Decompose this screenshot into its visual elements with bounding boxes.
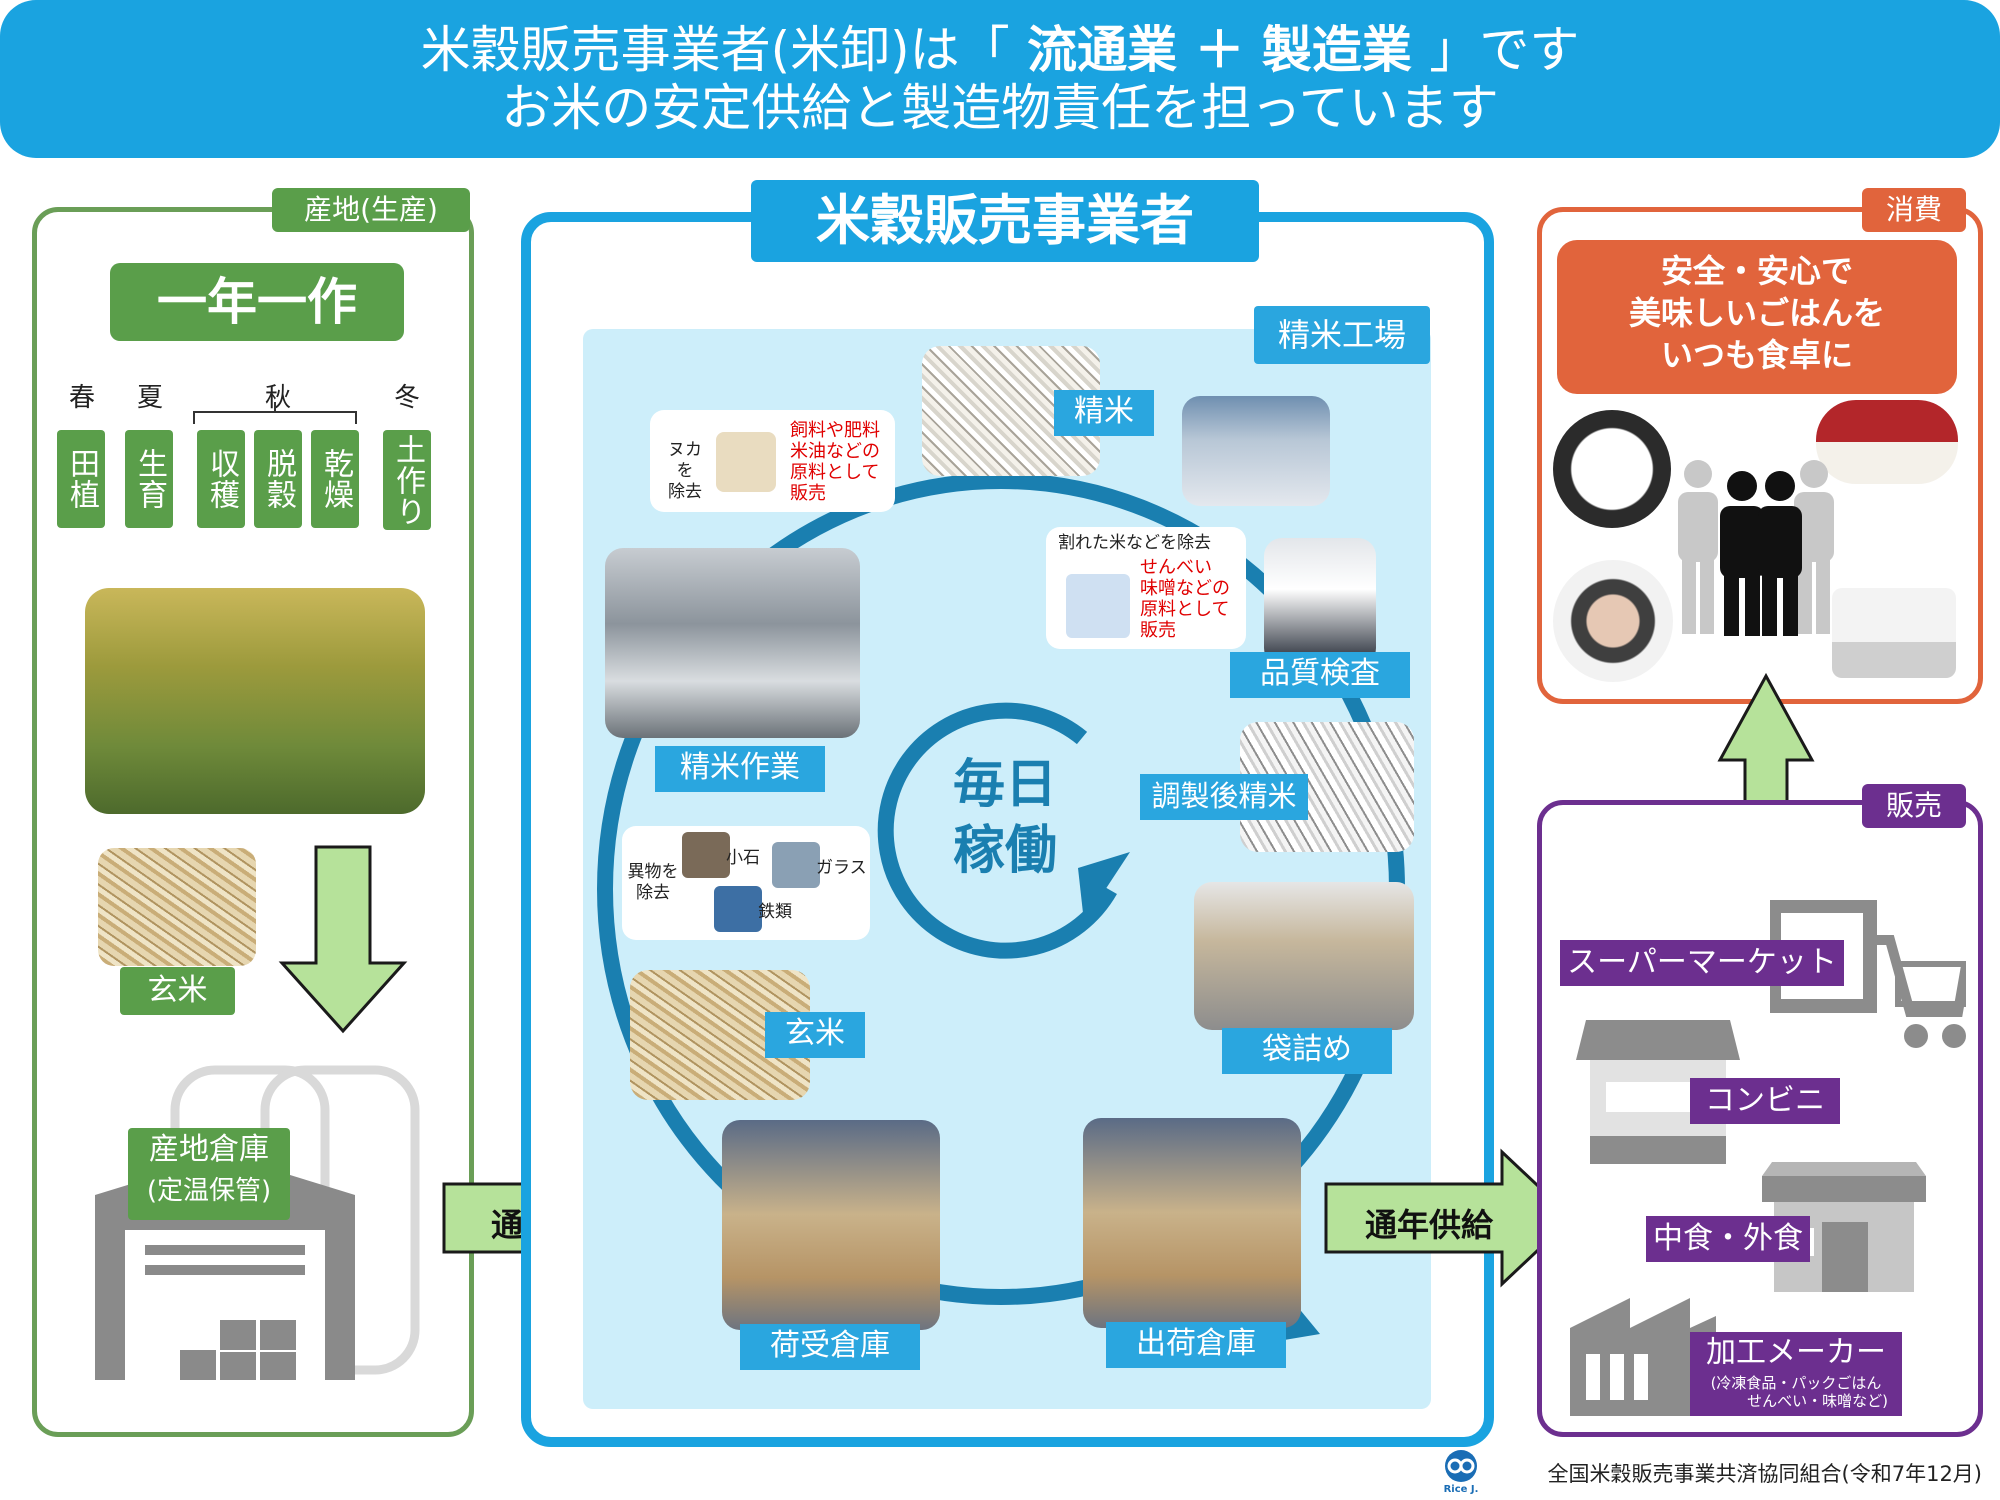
step-polished-rice: 精米 <box>1054 390 1154 436</box>
consumption-message: 安全・安心で 美味しいごはんを いつも食卓に <box>1557 240 1957 394</box>
bran-sale-text: 飼料や肥料 米油などの 原料として 販売 <box>790 420 880 504</box>
packaged-rice-photo <box>1832 588 1956 678</box>
inspection-photo <box>1264 538 1376 666</box>
daily-operation-label: 毎日 稼働 <box>952 755 1057 881</box>
broken-sale-text: せんべい 味噌などの 原料として 販売 <box>1140 557 1230 641</box>
factory-icon <box>1570 1298 1716 1416</box>
channel-supermarket: スーパーマーケット <box>1560 940 1844 986</box>
step-shipping-warehouse: 出荷倉庫 <box>1106 1322 1286 1368</box>
step-adjusted-rice: 調製後精米 <box>1140 774 1308 820</box>
task-soil-preparation: 土作り <box>383 430 431 530</box>
rice-bowl-photo <box>1553 410 1671 528</box>
down-arrow-to-warehouse <box>278 845 408 1034</box>
brown-rice-photo-production <box>98 848 256 966</box>
receiving-warehouse-photo <box>722 1120 940 1330</box>
footer-organization: 全国米穀販売事業共済協同組合(令和7年12月) <box>1547 1462 1982 1486</box>
task-planting: 田植 <box>57 430 105 528</box>
factory-tag: 精米工場 <box>1254 306 1430 364</box>
broken-rice-photo <box>1066 574 1130 638</box>
channel-convenience: コンビニ <box>1690 1078 1840 1124</box>
header-banner: 米穀販売事業者(米卸)は「 流通業 ＋ 製造業 」です お米の安定供給と製造物責… <box>0 0 2000 158</box>
bagging-photo <box>1194 882 1414 1030</box>
channel-food-maker: 加工メーカー (冷凍食品・パックごはん せんべい・味噌など) <box>1690 1332 1902 1416</box>
metal-photo <box>714 886 762 932</box>
step-inspection: 品質検査 <box>1230 652 1410 698</box>
shipping-warehouse-photo <box>1083 1118 1301 1328</box>
stone-photo <box>682 832 730 878</box>
task-growing: 生育 <box>125 430 173 528</box>
rice-j-logo <box>1445 1450 1477 1482</box>
step-receiving-warehouse: 荷受倉庫 <box>740 1324 920 1370</box>
broken-remove-text: 割れた米などを除去 <box>1058 533 1211 553</box>
rice-j-logo-text: Rice J. <box>1443 1484 1479 1495</box>
daily-operation-arrow <box>877 702 1130 959</box>
season-summer: 夏 <box>136 383 163 413</box>
season-winter: 冬 <box>393 383 420 413</box>
metal-label: 鉄類 <box>758 902 792 922</box>
rice-field-photo <box>85 588 425 814</box>
dealer-title: 米穀販売事業者 <box>751 180 1259 262</box>
production-tag: 産地(生産) <box>272 188 470 232</box>
people-icon <box>1678 460 1834 636</box>
season-autumn: 秋 <box>264 383 291 413</box>
brown-rice-label-production: 玄米 <box>120 967 235 1015</box>
grain-stock-icon <box>95 1065 420 1380</box>
autumn-bracket <box>193 402 357 424</box>
banner-line-2: お米の安定供給と製造物責任を担っています <box>501 79 1499 137</box>
glass-photo <box>772 842 820 888</box>
sorter-machine-photo <box>1182 396 1330 506</box>
consumption-tag: 消費 <box>1862 188 1966 232</box>
step-brown-rice: 玄米 <box>765 1012 865 1058</box>
task-threshing: 脱穀 <box>254 430 302 528</box>
channel-deli-restaurant: 中食・外食 <box>1646 1216 1810 1262</box>
task-drying: 乾燥 <box>311 430 359 528</box>
sales-tag: 販売 <box>1862 784 1966 828</box>
supply-label: 通年供給 <box>1364 1206 1493 1244</box>
step-bagging: 袋詰め <box>1222 1028 1392 1074</box>
rice-ball-photo <box>1553 560 1673 682</box>
task-harvest: 収穫 <box>197 430 245 528</box>
headline-one-crop-a-year: 一年一作 <box>110 263 404 341</box>
step-milling-work: 精米作業 <box>655 746 825 792</box>
stone-label: 小石 <box>726 848 760 868</box>
banner-line-1: 米穀販売事業者(米卸)は「 流通業 ＋ 製造業 」です <box>420 21 1580 79</box>
bran-photo <box>716 432 776 492</box>
foreign-remove-text: 異物を 除去 <box>627 862 679 903</box>
bran-remove-text: ヌカを 除去 <box>668 440 702 502</box>
milling-work-photo <box>605 548 860 738</box>
production-warehouse-label: 産地倉庫 (定温保管) <box>128 1128 290 1220</box>
glass-label: ガラス <box>816 858 867 878</box>
sushi-photo <box>1816 400 1958 484</box>
season-spring: 春 <box>68 383 95 413</box>
